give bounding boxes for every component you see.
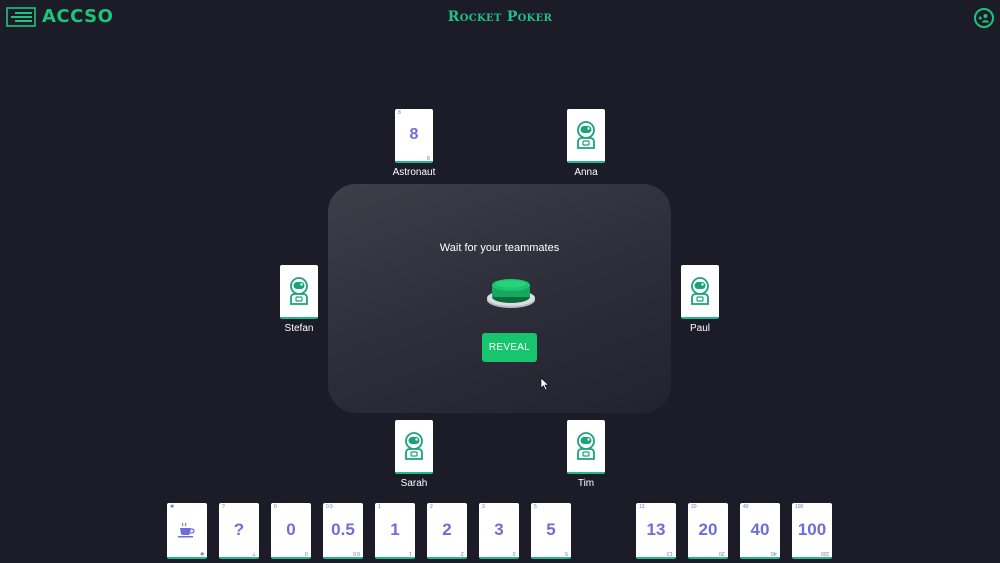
card-value: 13	[646, 520, 666, 539]
card-value: 0	[286, 520, 296, 539]
table-status-message: Wait for your teammates	[439, 242, 560, 254]
player-card-hidden	[567, 420, 605, 474]
card-corner-label: 0	[305, 550, 308, 556]
player-card-hidden	[681, 265, 719, 319]
reveal-button[interactable]: REVEAL	[482, 333, 537, 362]
card-corner-label: 40	[771, 550, 777, 556]
add-user-icon	[978, 14, 989, 23]
card-value: 5	[546, 520, 556, 539]
player-seat-paul: Paul	[670, 265, 730, 334]
card-corner-label: ?	[222, 504, 225, 510]
card-corner-label: 3	[513, 550, 516, 556]
card-corner-label: ✱	[170, 504, 175, 510]
astronaut-icon	[290, 277, 308, 305]
hand-card-40[interactable]: 40 40 40	[740, 503, 780, 559]
coffee-icon	[178, 522, 195, 538]
card-corner-label: 20	[719, 550, 725, 556]
card-corner-label: 0	[274, 504, 277, 510]
card-corner-label: 8	[398, 110, 401, 116]
card-corner-label: 13	[667, 550, 673, 556]
card-value: 40	[750, 520, 770, 539]
card-corner-label: 2	[461, 550, 464, 556]
astronaut-icon	[577, 121, 595, 149]
player-card-hidden	[280, 265, 318, 319]
card-corner-label: 5	[565, 550, 568, 556]
player-seat-stefan: Stefan	[269, 265, 329, 334]
player-card-hidden	[395, 420, 433, 474]
player-name: Astronaut	[392, 167, 436, 178]
hand-card-3[interactable]: 3 3 3	[479, 503, 519, 559]
hand-card-1[interactable]: 1 1 1	[375, 503, 415, 559]
player-name: Tim	[577, 478, 595, 489]
player-name: Paul	[689, 323, 710, 334]
astronaut-icon	[691, 277, 709, 305]
card-corner-label: 13	[639, 504, 645, 510]
astronaut-icon	[577, 432, 595, 460]
card-corner-label: 100	[795, 504, 804, 510]
card-value: 100	[797, 520, 827, 539]
card-corner-label: 8	[427, 154, 430, 160]
card-corner-label: 0.5	[353, 550, 360, 556]
player-seat-tim: Tim	[556, 420, 616, 489]
page-title: Rocket Poker	[447, 9, 553, 25]
hand-card-13[interactable]: 13 13 13	[636, 503, 676, 559]
card-corner-label: 1	[378, 504, 381, 510]
player-seat-sarah: Sarah	[384, 420, 444, 489]
card-corner-label: 1	[409, 550, 412, 556]
card-value: 0.5	[331, 520, 355, 539]
logo-text: ACCSO	[42, 6, 114, 27]
astronaut-icon	[405, 432, 423, 460]
card-value: ?	[233, 520, 245, 539]
player-card-hidden	[567, 109, 605, 163]
hand-card-coffee[interactable]: ✱ ✱	[167, 503, 207, 559]
card-corner-label: ?	[253, 550, 256, 556]
player-seat-anna: Anna	[556, 109, 616, 178]
logo-mark-icon	[6, 7, 36, 27]
player-name: Anna	[574, 167, 598, 178]
hand-card-5[interactable]: 5 5 5	[531, 503, 571, 559]
hand-card-0.5[interactable]: 0.5 0.5 0.5	[323, 503, 363, 559]
hand-card-question[interactable]: ? ? ?	[219, 503, 259, 559]
player-name: Stefan	[284, 323, 314, 334]
big-push-button[interactable]	[486, 276, 536, 310]
player-seat-astronaut: 8 8 8 Astronaut	[384, 109, 444, 178]
hand-card-100[interactable]: 100 100 100	[792, 503, 832, 559]
card-corner-label: ✱	[199, 550, 204, 556]
card-value: 3	[494, 520, 504, 539]
card-corner-label: 5	[534, 504, 537, 510]
hand-card-20[interactable]: 20 20 20	[688, 503, 728, 559]
poker-table: Wait for your teammates REVEAL	[328, 184, 671, 413]
player-name: Sarah	[400, 478, 428, 489]
card-value: 1	[390, 520, 400, 539]
hand-card-2[interactable]: 2 2 2	[427, 503, 467, 559]
card-corner-label: 3	[482, 504, 485, 510]
card-corner-label: 0.5	[326, 504, 333, 510]
invite-user-button[interactable]	[974, 8, 994, 28]
card-value: 2	[442, 520, 452, 539]
card-value: 20	[698, 520, 718, 539]
card-corner-label: 40	[743, 504, 749, 510]
card-value: 8	[409, 126, 419, 143]
player-card-revealed: 8 8 8	[395, 109, 433, 163]
card-corner-label: 100	[820, 550, 829, 556]
card-corner-label: 2	[430, 504, 433, 510]
mouse-cursor-icon	[540, 377, 550, 391]
hand-card-0[interactable]: 0 0 0	[271, 503, 311, 559]
card-corner-label: 20	[691, 504, 697, 510]
